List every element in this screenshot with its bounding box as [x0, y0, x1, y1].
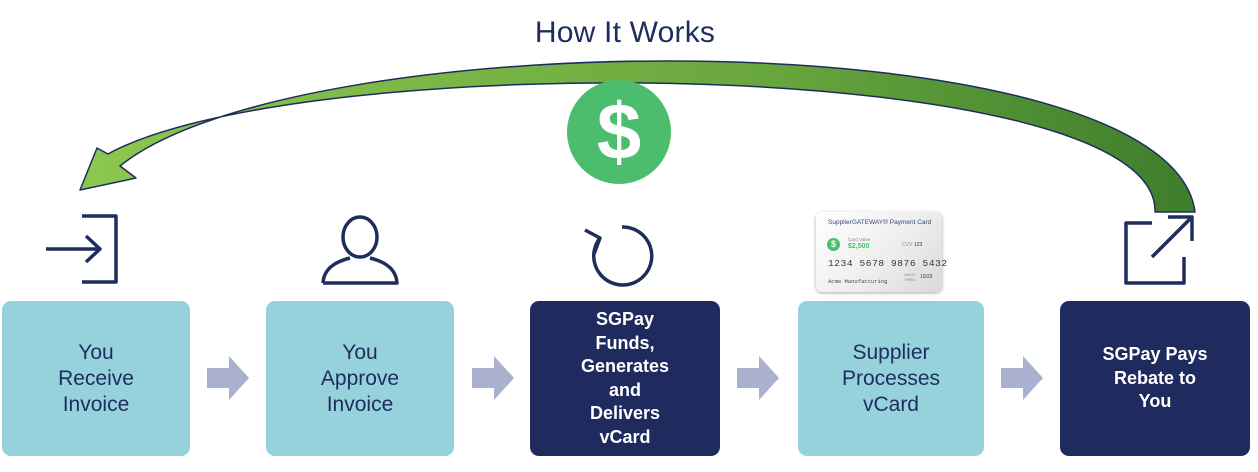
- card-logo-icon: $: [827, 238, 840, 251]
- user-icon: [321, 215, 399, 285]
- next-arrow-icon: [1001, 356, 1043, 400]
- card-cvv: 123: [914, 242, 923, 248]
- payment-card-image: SupplierGATEWAY® Payment Card $ Card Val…: [816, 212, 947, 292]
- next-arrow-icon: [207, 356, 249, 400]
- dollar-glyph: $: [596, 87, 642, 176]
- card-expiry: 10/22: [920, 274, 933, 280]
- next-arrow-icon: [737, 356, 779, 400]
- external-link-icon: [1124, 215, 1194, 285]
- step-sgpay-funds: SGPay Funds, Generates and Delivers vCar…: [530, 301, 720, 456]
- card-number: 1234 5678 9876 5432: [828, 258, 948, 269]
- step-sgpay-pays-rebate: SGPay Pays Rebate to You: [1060, 301, 1250, 456]
- sign-in-icon: [46, 214, 118, 284]
- card-value-label: Card Value: [848, 237, 871, 242]
- step-supplier-processes: Supplier Processes vCard: [798, 301, 984, 456]
- refresh-icon: [584, 225, 654, 287]
- step-label: You Receive Invoice: [58, 340, 134, 416]
- diagram-title: How It Works: [534, 16, 716, 49]
- step-approve-invoice: You Approve Invoice: [266, 301, 454, 456]
- card-holder: Acme Manufacturing: [828, 278, 888, 285]
- dollar-icon: $: [567, 80, 671, 184]
- card-cvv-label: CVV: [902, 242, 913, 248]
- step-label: SGPay Pays Rebate to You: [1102, 344, 1208, 412]
- next-arrow-icon: [472, 356, 514, 400]
- step-label: SGPay Funds, Generates and Delivers vCar…: [580, 309, 670, 447]
- card-value: $2,500: [848, 243, 870, 250]
- card-expiry-label: VALID THRU: [904, 272, 916, 282]
- step-receive-invoice: You Receive Invoice: [2, 301, 190, 456]
- step-label: Supplier Processes vCard: [841, 340, 941, 416]
- step-label: You Approve Invoice: [320, 340, 400, 416]
- card-brand: SupplierGATEWAY® Payment Card: [828, 219, 932, 226]
